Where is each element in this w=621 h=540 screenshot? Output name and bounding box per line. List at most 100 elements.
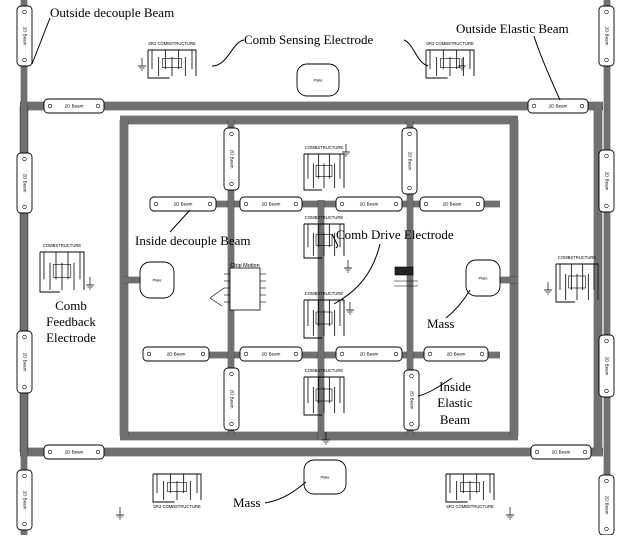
callout-comb-drive-b [333, 243, 381, 305]
mass-bottom: Plate [303, 459, 347, 495]
svg-text:2D Beam: 2D Beam [360, 352, 379, 357]
anchor-symbol-7 [342, 144, 350, 157]
beam-inner-upper-1: 2D Beam [149, 196, 217, 212]
callout-mass-right [445, 289, 471, 319]
beam-inner-v-3: 2D Beam [223, 367, 240, 431]
label-inside-elastic-3: Beam [439, 412, 471, 427]
outer-frame-bottom [20, 447, 603, 457]
anchor-symbol-10 [322, 432, 330, 445]
beam-edge-left-1: 2D Beam [16, 5, 33, 67]
svg-text:2D Beam: 2D Beam [447, 352, 466, 357]
comb-feedback-left: COMBSTRUCTURE [39, 243, 85, 293]
comb-layer: SR2 COMBSTRUCTURE SR2 COMBSTRUCTURE SR2 CO… [39, 41, 599, 520]
comb-drive-4: COMBSTRUCTURE [303, 368, 345, 416]
svg-text:COMBSTRUCTURE: COMBSTRUCTURE [305, 291, 344, 296]
edge-rail-right [603, 0, 611, 535]
comb-sense-top-right: SR2 COMBSTRUCTURE [425, 41, 475, 79]
beam-edge-right-1: 2D Beam [598, 5, 615, 67]
inner-frame-top [120, 115, 518, 125]
callout-inside-decouple [169, 209, 191, 233]
beam-edge-right-3: 2D Beam [598, 334, 615, 398]
label-mass-bottom: Mass [233, 495, 261, 510]
svg-text:SR2 COMBSTRUCTURE: SR2 COMBSTRUCTURE [148, 41, 196, 46]
beam-outer-top-left: 2D Beam [43, 98, 105, 114]
callout-mass-bottom [264, 481, 307, 504]
svg-text:COMBSTRUCTURE: COMBSTRUCTURE [305, 145, 344, 150]
beam-edge-left-2: 2D Beam [16, 152, 33, 214]
svg-text:2D Beam: 2D Beam [604, 496, 609, 515]
callout-comb-sensing-right [403, 39, 429, 67]
anchor-symbol-9 [346, 302, 354, 315]
beam-inner-lower-1: 2D Beam [142, 346, 210, 362]
svg-text:2D Beam: 2D Beam [22, 491, 27, 510]
edge-rail-left [20, 0, 28, 535]
label-inside-elastic-1: Inside [439, 379, 471, 394]
callout-outside-decouple [31, 17, 51, 65]
beam-edge-left-4: 2D Beam [16, 469, 33, 531]
svg-text:Plate: Plate [478, 276, 488, 281]
svg-text:COMBSTRUCTURE: COMBSTRUCTURE [305, 368, 344, 373]
svg-text:2D Beam: 2D Beam [174, 202, 193, 207]
beam-outer-top-right: 2D Beam [527, 98, 589, 114]
svg-text:2D Beam: 2D Beam [409, 391, 414, 410]
label-comb-feedback-2: Feedback [46, 314, 96, 329]
svg-text:COMBSTRUCTURE: COMBSTRUCTURE [43, 243, 82, 248]
mass-top: Plate [296, 63, 340, 97]
anchor-symbol-5 [86, 277, 94, 290]
comb-sense-bottom-left: SR2 COMBSTRUCTURE [152, 473, 202, 509]
svg-text:Chip Motion: Chip Motion [230, 263, 259, 269]
svg-text:SR2 COMBSTRUCTURE: SR2 COMBSTRUCTURE [426, 41, 474, 46]
label-comb-feedback-1: Comb [55, 298, 87, 313]
beam-inner-upper-4: 2D Beam [419, 196, 485, 212]
callout-lines [31, 17, 561, 504]
svg-text:Plate: Plate [320, 475, 330, 480]
svg-text:2D Beam: 2D Beam [229, 150, 234, 169]
anchor-symbol-3 [116, 507, 124, 520]
svg-text:2D Beam: 2D Beam [262, 202, 281, 207]
comb-drive-1: COMBSTRUCTURE [303, 145, 345, 191]
svg-text:2D Beam: 2D Beam [22, 174, 27, 193]
svg-text:Plate: Plate [152, 278, 162, 283]
label-inside-elastic-2: Elastic [437, 395, 473, 410]
svg-text:2D Beam: 2D Beam [65, 104, 84, 109]
anchor-symbol-6 [544, 282, 552, 295]
chip-motion-block: Chip Motion [209, 263, 266, 311]
svg-text:2D Beam: 2D Beam [549, 104, 568, 109]
beam-layer: 2D Beam 2D Beam 2D Beam 2D Beam 2D Beam 2D Be… [16, 5, 615, 536]
svg-text:2D Beam: 2D Beam [65, 450, 84, 455]
label-outside-decouple-beam: Outside decouple Beam [50, 5, 175, 20]
beam-inner-lower-2: 2D Beam [239, 346, 303, 362]
svg-text:2D Beam: 2D Beam [604, 27, 609, 46]
svg-text:Plate: Plate [313, 78, 323, 83]
anchor-symbol-8 [344, 260, 352, 273]
beam-outer-bottom-right: 2D Beam [530, 444, 592, 460]
anchor-symbol-4 [506, 507, 514, 520]
label-outside-elastic-beam: Outside Elastic Beam [456, 21, 569, 36]
callout-comb-drive-a [331, 233, 339, 249]
anchor-symbol-1 [138, 58, 146, 71]
svg-text:2D Beam: 2D Beam [407, 152, 412, 171]
comb-sense-top-left: SR2 COMBSTRUCTURE [147, 41, 197, 79]
label-mass-right: Mass [427, 316, 455, 331]
svg-text:COMBSTRUCTURE: COMBSTRUCTURE [305, 215, 344, 220]
svg-text:SR2 COMBSTRUCTURE: SR2 COMBSTRUCTURE [446, 504, 494, 509]
svg-text:COMBSTRUCTURE: COMBSTRUCTURE [558, 255, 597, 260]
comb-drive-3: COMBSTRUCTURE [303, 291, 345, 339]
beam-inner-lower-4: 2D Beam [423, 346, 489, 362]
beam-inner-upper-3: 2D Beam [335, 196, 403, 212]
callout-outside-elastic [533, 35, 561, 101]
label-comb-sensing-electrode: Comb Sensing Electrode [244, 32, 374, 47]
svg-text:2D Beam: 2D Beam [604, 172, 609, 191]
comb-feedback-right: COMBSTRUCTURE [555, 255, 599, 303]
svg-text:2D Beam: 2D Beam [360, 202, 379, 207]
beam-outer-bottom-left: 2D Beam [43, 444, 105, 460]
svg-text:2D Beam: 2D Beam [167, 352, 186, 357]
svg-text:2D Beam: 2D Beam [22, 353, 27, 372]
mass-left: Plate [139, 261, 175, 299]
svg-text:2D Beam: 2D Beam [22, 27, 27, 46]
svg-text:SR2 COMBSTRUCTURE: SR2 COMBSTRUCTURE [153, 504, 201, 509]
beam-inner-upper-2: 2D Beam [239, 196, 303, 212]
